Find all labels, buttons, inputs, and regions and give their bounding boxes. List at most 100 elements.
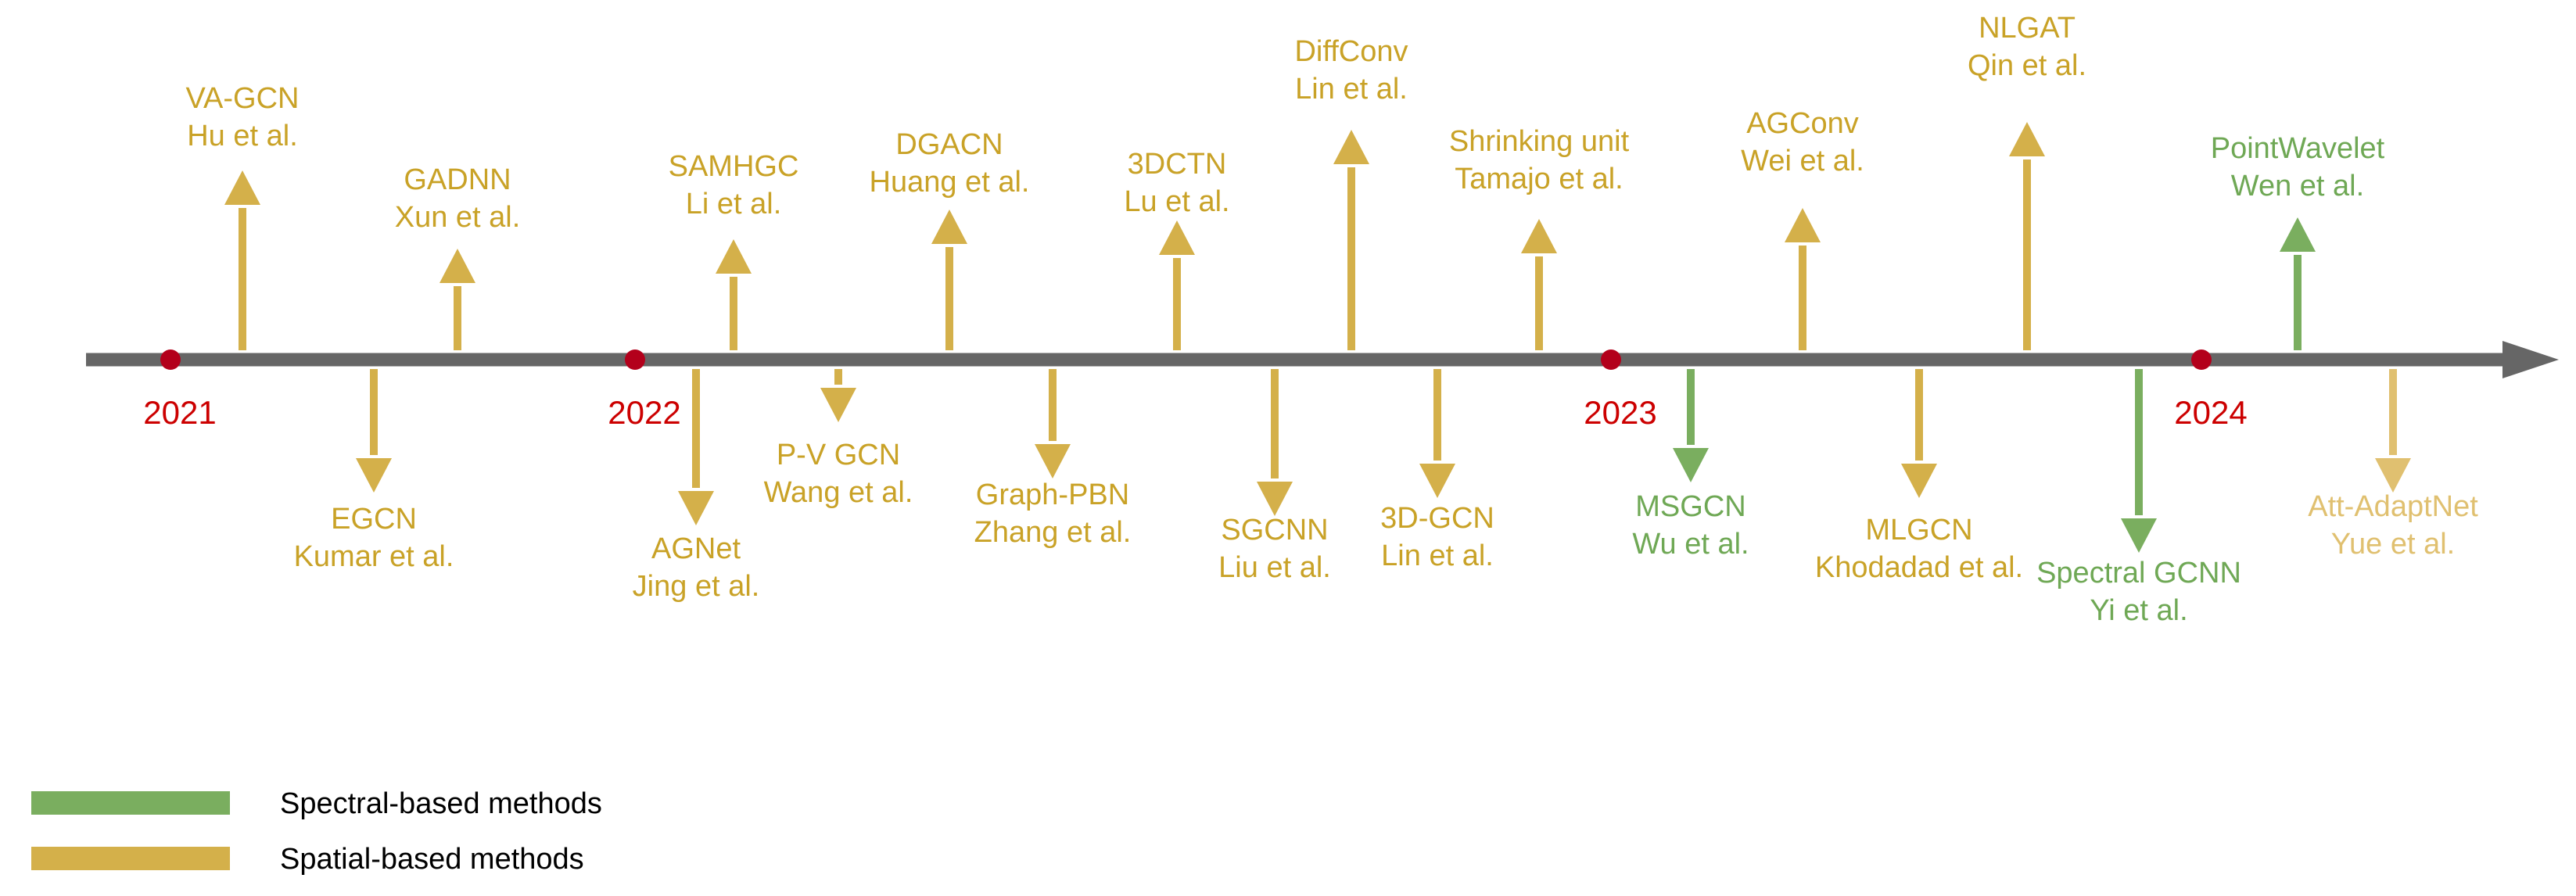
arrow-head [716,239,752,274]
method-arrow-va-gcn [224,170,260,350]
method-name-msgcn: MSGCN [1635,490,1745,523]
legend-label: Spectral-based methods [280,787,602,820]
arrow-head [1901,464,1937,498]
method-arrow-agconv [1785,208,1821,350]
year-label: 2021 [143,394,216,431]
arrow-head [1521,219,1557,253]
method-arrow-nlgat [2009,122,2045,350]
method-authors-agnet: Jing et al. [633,570,760,603]
year-marker-2022: 2022 [608,349,681,431]
method-name-diffconv: DiffConv [1294,35,1408,68]
method-name-3dctn: 3DCTN [1128,148,1227,181]
method-authors-sgcnn: Liu et al. [1218,551,1331,584]
method-labels: VA-GCN Hu et al. EGCN Kumar et al. GADNN Xun … [186,12,2479,627]
method-arrow-dgacn [931,210,967,350]
method-name-mlgcn: MLGCN [1865,514,1972,547]
method-name-p-v-gcn: P-V GCN [777,439,900,471]
method-name-egcn: EGCN [331,503,417,536]
method-name-dgacn: DGACN [895,128,1003,161]
method-authors-nlgat: Qin et al. [1968,49,2086,82]
year-dot [2191,349,2212,370]
method-name-nlgat: NLGAT [1979,12,2076,45]
method-name-att-adaptnet: Att-AdaptNet [2308,490,2478,523]
arrow-head [931,210,967,244]
arrow-head [1673,448,1709,482]
method-authors-diffconv: Lin et al. [1295,73,1408,106]
arrow-head [439,249,475,283]
method-arrow-3d-gcn [1419,369,1455,498]
arrow-head [1785,208,1821,242]
year-dot [1601,349,1621,370]
method-name-sgcnn: SGCNN [1221,514,1328,547]
arrow-head [2121,518,2157,553]
method-authors-p-v-gcn: Wang et al. [764,476,913,509]
arrow-head [1035,444,1071,478]
arrow-head [678,491,714,525]
timeline-axis-arrowhead [2502,341,2559,378]
method-authors-pointwavelet: Wen et al. [2231,170,2364,202]
arrow-head [1159,220,1195,255]
legend-swatch [31,791,230,815]
method-arrow-p-v-gcn [820,369,856,422]
method-authors-mlgcn: Khodadad et al. [1815,551,2023,584]
arrow-head [356,458,392,493]
method-name-spectral-gcnn: Spectral GCNN [2036,557,2241,590]
method-name-shrinking-unit: Shrinking unit [1449,125,1630,158]
legend-swatch [31,847,230,870]
method-name-agnet: AGNet [651,532,741,565]
timeline-axis [86,341,2559,378]
method-arrows [224,122,2411,553]
method-arrow-pointwavelet [2280,217,2316,350]
method-arrow-att-adaptnet [2375,369,2411,493]
method-authors-dgacn: Huang et al. [870,166,1030,199]
method-arrow-3dctn [1159,220,1195,350]
arrow-head [224,170,260,205]
method-authors-graph-pbn: Zhang et al. [974,516,1132,549]
method-arrow-diffconv [1333,130,1369,350]
arrow-head [1333,130,1369,164]
method-arrow-spectral-gcnn [2121,369,2157,553]
method-authors-va-gcn: Hu et al. [187,120,298,152]
method-authors-att-adaptnet: Yue et al. [2331,528,2455,561]
method-authors-3d-gcn: Lin et al. [1381,539,1494,572]
method-authors-gadnn: Xun et al. [395,201,521,234]
year-dot [625,349,645,370]
method-name-graph-pbn: Graph-PBN [976,478,1129,511]
method-arrow-agnet [678,369,714,525]
method-arrow-msgcn [1673,369,1709,482]
arrow-head [2009,122,2045,156]
arrow-head [820,388,856,422]
year-marker-2021: 2021 [143,349,217,431]
legend-label: Spatial-based methods [280,843,584,876]
year-markers: 2021 2022 2023 2024 [143,349,2248,431]
year-label: 2024 [2174,394,2247,431]
method-arrow-shrinking-unit [1521,219,1557,350]
method-name-3d-gcn: 3D-GCN [1380,502,1494,535]
method-name-va-gcn: VA-GCN [186,82,300,115]
arrow-head [1257,482,1293,516]
method-name-samhgc: SAMHGC [669,150,799,183]
arrow-head [2375,458,2411,493]
method-authors-egcn: Kumar et al. [294,540,454,573]
method-name-pointwavelet: PointWavelet [2211,132,2385,165]
method-authors-samhgc: Li et al. [686,188,782,220]
method-arrow-samhgc [716,239,752,350]
year-marker-2024: 2024 [2174,349,2248,431]
method-arrow-gadnn [439,249,475,350]
method-arrow-mlgcn [1901,369,1937,498]
legend-item-spatial: Spatial-based methods [31,843,584,876]
year-marker-2023: 2023 [1584,349,1657,431]
year-label: 2023 [1584,394,1656,431]
method-authors-msgcn: Wu et al. [1632,528,1749,561]
method-name-gadnn: GADNN [404,163,511,196]
method-authors-agconv: Wei et al. [1741,145,1864,177]
method-arrow-egcn [356,369,392,493]
method-authors-shrinking-unit: Tamajo et al. [1455,163,1623,195]
method-authors-3dctn: Lu et al. [1124,185,1229,218]
method-arrow-graph-pbn [1035,369,1071,478]
year-label: 2022 [608,394,680,431]
legend-item-spectral: Spectral-based methods [31,787,602,820]
year-dot [160,349,181,370]
